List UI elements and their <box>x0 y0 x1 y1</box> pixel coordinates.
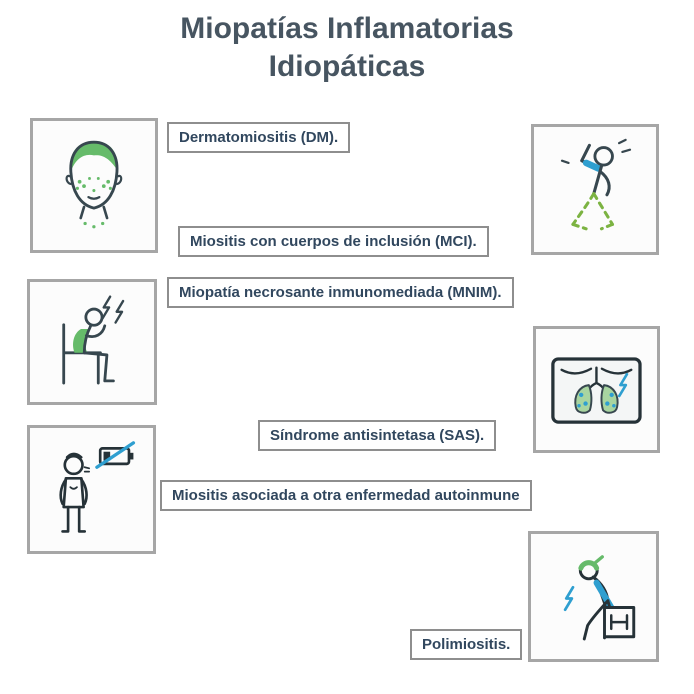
person-stretching-icon <box>560 138 632 231</box>
page-title: Miopatías Inflamatorias Idiopáticas <box>180 12 514 83</box>
icon-box-overlap-myositis <box>27 425 156 554</box>
label-necrotizing-myopathy: Miopatía necrosante inmunomediada (MNIM)… <box>167 277 514 308</box>
lifting-box-icon <box>564 555 636 641</box>
label-overlap-myositis: Miositis asociada a otra enfermedad auto… <box>160 480 532 511</box>
icon-box-polymyositis <box>528 531 659 662</box>
icon-box-necrotizing-myopathy <box>27 279 157 405</box>
face-rash-icon <box>65 141 123 229</box>
seated-shoulder-pain-icon <box>62 295 125 385</box>
fatigue-low-battery-icon <box>59 441 136 533</box>
icon-box-inclusion-body-myositis <box>531 124 659 255</box>
label-dermatomiositis: Dermatomiositis (DM). <box>167 122 351 153</box>
label-inclusion-body-myositis: Miositis con cuerpos de inclusión (MCI). <box>178 226 489 257</box>
label-antisynthetase-syndrome: Síndrome antisintetasa (SAS). <box>258 420 497 451</box>
icon-box-dermatomiositis <box>30 118 158 253</box>
label-polymyositis: Polimiositis. <box>410 629 523 660</box>
lungs-xray-icon <box>551 357 642 424</box>
icon-box-antisynthetase-syndrome <box>533 326 660 453</box>
